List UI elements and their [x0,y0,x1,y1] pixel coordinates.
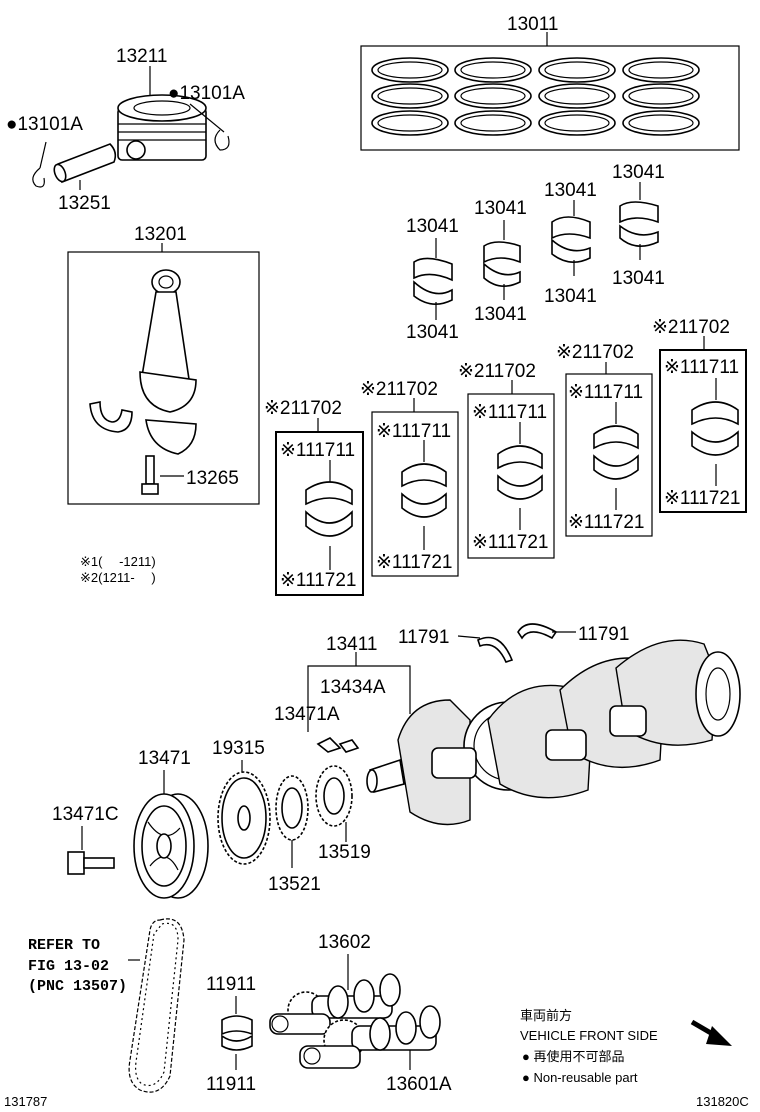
piston [117,66,207,161]
diagram-code-right: 131820C [696,1094,749,1109]
label-11721-set4: ※111721 [568,512,645,533]
crank-timing-gear [275,775,309,868]
label-11911-bot: 11911 [206,1074,256,1095]
legend-nonreuse: ● Non-reusable part [522,1070,638,1085]
label-11791-right: 11791 [578,624,629,645]
legend-front-jp: 車両前方 [520,1008,572,1023]
label-11711-set1: ※111711 [280,440,355,461]
label-19315: 19315 [212,738,265,759]
refer-line-1: REFER TO [28,937,100,954]
label-11721-set1: ※111721 [280,570,357,591]
main-bearing-pair [593,402,639,510]
con-rod-bearing-pair [483,220,521,300]
main-bearing-set-box [275,431,364,596]
pulley-bolt [67,851,115,875]
piston-pin [53,143,117,190]
label-13411: 13411 [326,634,377,655]
label-13041-g: 13041 [612,162,665,183]
camshaft-upper [269,973,401,1035]
label-13041-f: 13041 [544,286,597,307]
main-bearing-pair [401,440,447,550]
legend-nonreuse-jp: ● 再使用不可部品 [522,1049,624,1064]
main-bearing-pair [691,378,739,486]
label-11911-top: 11911 [206,974,256,995]
piston-ring-group [622,57,700,136]
piston-ring-group [538,57,616,136]
label-13201: 13201 [134,224,187,245]
label-11721-set3: ※111721 [472,532,549,553]
label-11711-set5: ※111711 [664,357,739,378]
connecting-rod [139,269,197,455]
refer-line-2: FIG 13-02 [28,958,109,975]
diagram-code-left: 131787 [4,1094,47,1109]
label-13251: 13251 [58,193,111,214]
label-13521: 13521 [268,874,321,895]
main-bearing-pair [305,460,353,570]
refer-line-3: (PNC 13507) [28,978,127,995]
label-13011: 13011 [507,14,558,35]
label-11702-set3: ※211702 [458,361,536,382]
label-13041-h: 13041 [612,268,665,289]
snap-ring-left [32,141,47,188]
label-11791-left: 11791 [398,627,449,648]
piston-ring-group [371,57,449,136]
timing-chain [128,918,185,1093]
rod-bearing [89,401,133,433]
front-arrow-icon [690,1019,732,1046]
label-13101a-left: ●13101A [6,114,83,135]
label-13602: 13602 [318,932,371,953]
label-11702-set1: ※211702 [264,398,342,419]
main-bearing-set-box [659,349,747,513]
label-13519: 13519 [318,842,371,863]
label-13041-c: 13041 [474,198,527,219]
label-13211: 13211 [116,46,167,67]
thrust-washer-left [457,635,514,663]
camshaft-bearing [221,1015,253,1051]
piston-ring-group [454,57,532,136]
main-bearing-set-box [565,373,653,537]
label-11702-set5: ※211702 [652,317,730,338]
crank-position-plate [217,771,271,865]
label-11711-set4: ※111711 [568,382,643,403]
label-13041-d: 13041 [474,304,527,325]
label-11721-set2: ※111721 [376,552,453,573]
crank-sprocket [315,765,353,842]
label-13041-e: 13041 [544,180,597,201]
crankshaft-pulley [133,793,209,899]
label-13471: 13471 [138,748,191,769]
label-13601a: 13601A [386,1074,452,1095]
label-13041-a: 13041 [406,216,459,237]
rod-bolt [141,455,184,495]
label-13471a: 13471A [274,704,340,725]
con-rod-bearing-pair [413,238,453,320]
label-11711-set2: ※111711 [376,421,451,442]
label-13041-b: 13041 [406,322,459,343]
legend-front: VEHICLE FRONT SIDE [520,1028,658,1043]
label-13101a-right: ●13101A [168,83,245,104]
camshaft-lower [299,1005,441,1069]
note-range-1: ※1( -1211) [80,554,156,569]
label-13434a: 13434A [320,677,386,698]
connecting-rod-box [67,251,260,505]
con-rod-bearing-pair [551,200,591,276]
label-13265: 13265 [186,468,239,489]
label-11702-set4: ※211702 [556,342,634,363]
main-bearing-set-box [467,393,555,559]
label-11721-set5: ※111721 [664,488,741,509]
note-range-2: ※2(1211- ) [80,570,156,585]
label-11702-set2: ※211702 [360,379,438,400]
label-11711-set3: ※111711 [472,402,547,423]
crankshaft [366,639,741,826]
thrust-washer-right [517,623,576,640]
piston-ring-set-box [360,32,740,151]
main-bearing-pair [497,422,543,530]
crank-key [316,737,360,753]
main-bearing-set-box [371,411,459,577]
con-rod-bearing-pair [619,182,659,260]
snap-ring-right [189,103,230,151]
label-13471c: 13471C [52,804,119,825]
